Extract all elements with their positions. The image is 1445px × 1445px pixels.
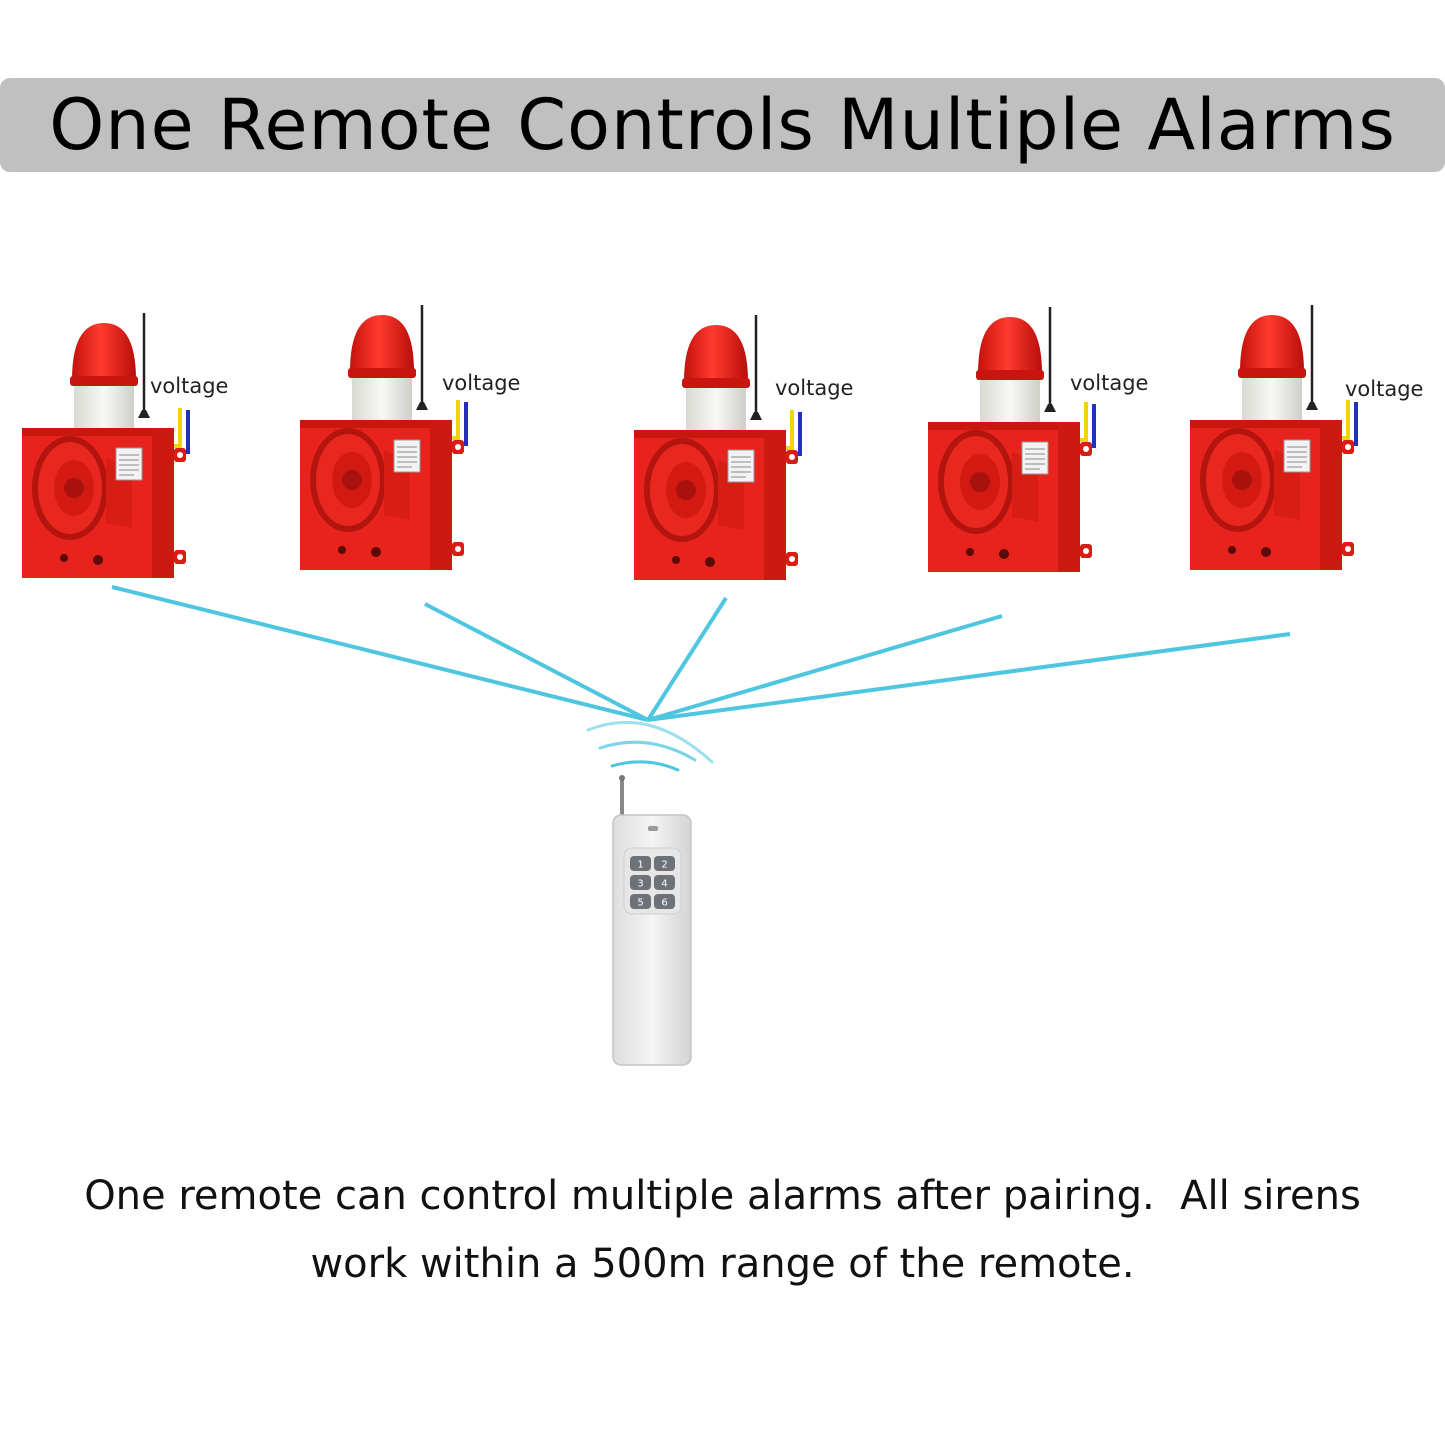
alarm-voltage-label-3: voltage [775, 376, 854, 400]
siren-icon-5 [1188, 303, 1358, 572]
remote-button-label-6: 6 [661, 898, 667, 909]
remote-button-label-5: 5 [637, 898, 643, 909]
remote-keypad: 1 2 3 4 5 6 [630, 856, 675, 909]
alarm-voltage-label-1: voltage [150, 374, 229, 398]
remote-button-2 [654, 856, 675, 871]
remote-button-1 [630, 856, 651, 871]
alarm-voltage-label-4: voltage [1070, 371, 1149, 395]
siren-icon-1 [20, 311, 190, 580]
wireless-wave-icon [586, 720, 714, 772]
signal-line-4 [647, 614, 1003, 722]
signal-line-1 [111, 585, 649, 722]
remote-button-label-2: 2 [661, 860, 667, 871]
title-bar: One Remote Controls Multiple Alarms [0, 78, 1445, 172]
remote-control-icon: 1 2 3 4 5 6 [612, 775, 692, 1066]
siren-icon-4 [926, 305, 1096, 574]
remote-button-4 [654, 875, 675, 890]
remote-button-3 [630, 875, 651, 890]
remote-button-label-1: 1 [637, 860, 643, 871]
remote-button-5 [630, 894, 651, 909]
page-title: One Remote Controls Multiple Alarms [49, 84, 1396, 166]
signal-line-2 [424, 602, 649, 722]
signal-line-3 [646, 596, 728, 722]
signal-lines [111, 585, 1291, 722]
caption-line-1: One remote can control multiple alarms a… [84, 1173, 1361, 1219]
siren-icon-2 [298, 303, 468, 572]
alarm-voltage-label-2: voltage [442, 371, 521, 395]
signal-line-5 [647, 632, 1291, 722]
alarm-voltage-label-5: voltage [1345, 377, 1424, 401]
caption: One remote can control multiple alarms a… [0, 1162, 1445, 1298]
remote-button-label-3: 3 [637, 879, 643, 890]
siren-icon-3 [632, 313, 802, 582]
remote-button-6 [654, 894, 675, 909]
remote-button-label-4: 4 [661, 879, 667, 890]
caption-line-2: work within a 500m range of the remote. [310, 1241, 1135, 1287]
